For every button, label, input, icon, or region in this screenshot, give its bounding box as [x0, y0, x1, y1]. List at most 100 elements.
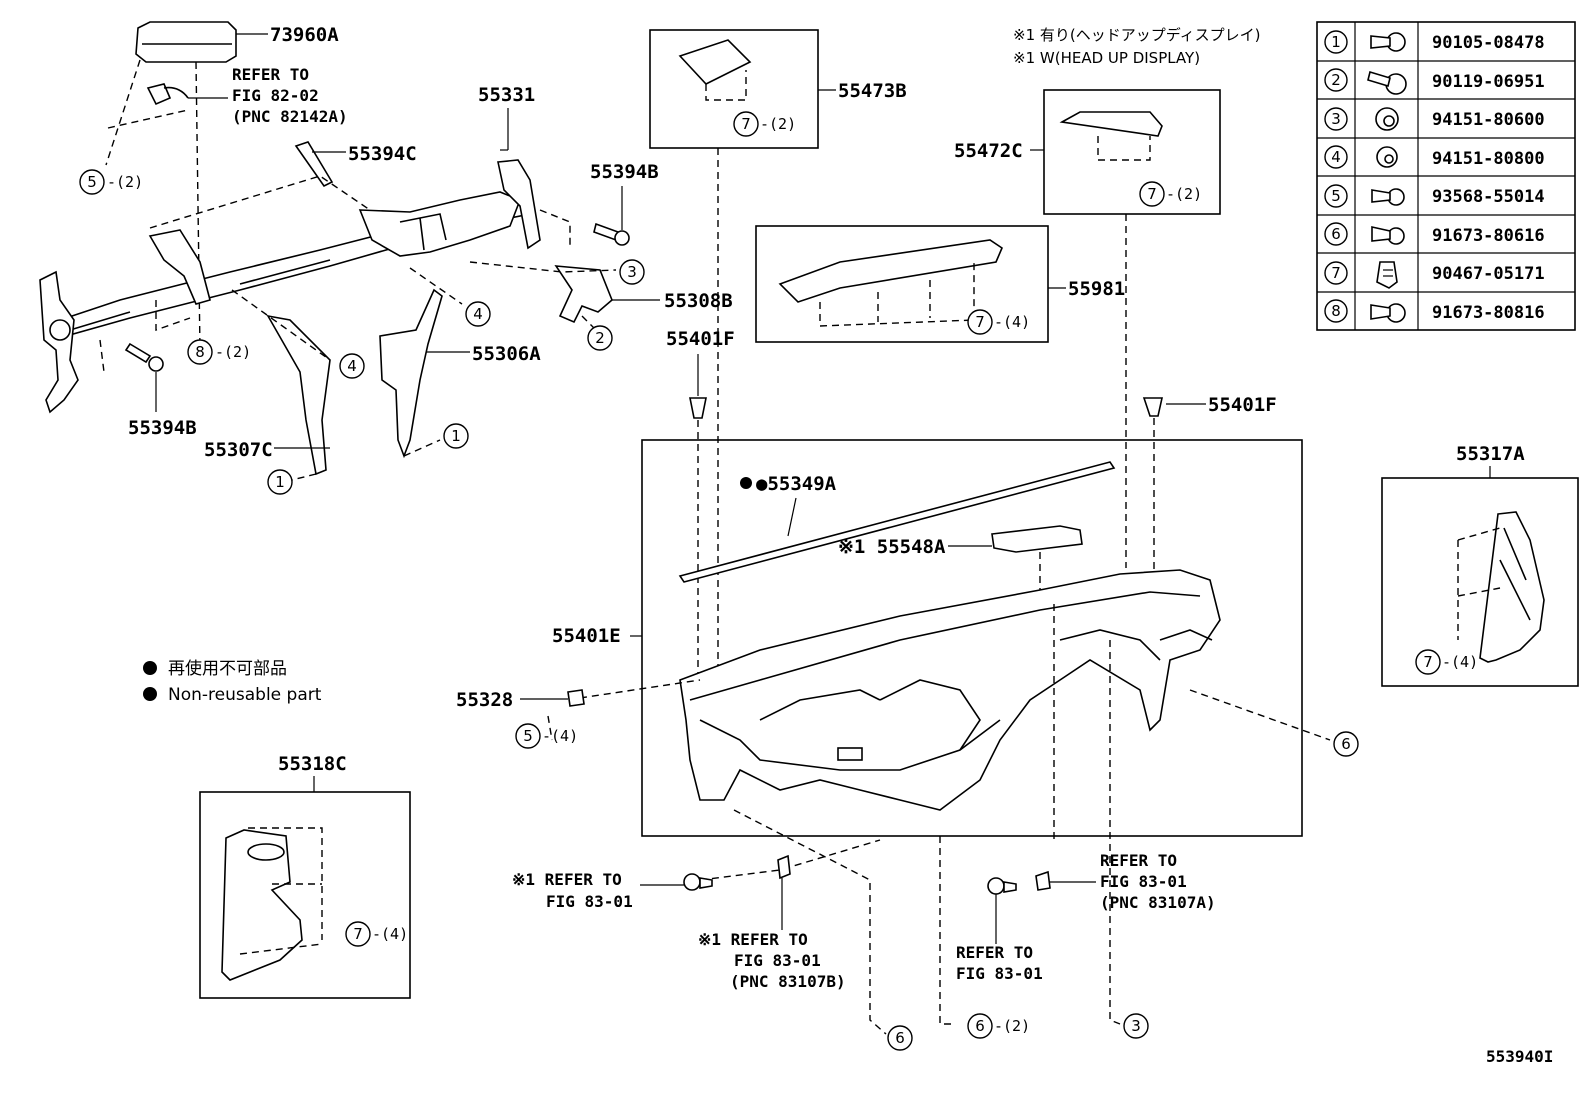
- refer-fig83-mid-line3: (PNC 83107B): [730, 972, 846, 991]
- legend: 再使用不可部品 Non-reusable part: [143, 658, 322, 705]
- refer-fig83-left-line2: FIG 83-01: [546, 892, 633, 911]
- bolt-flange-icon: [1370, 303, 1406, 323]
- svg-text:2: 2: [595, 329, 605, 347]
- panel-55473B: 55473B 7 -(2): [649, 29, 907, 149]
- fastener-table: 1 90105-08478 2 90119-06951 3 94151-8060…: [1316, 21, 1576, 331]
- refer-fig83-mid-line1: ※1 REFER TO: [698, 930, 808, 949]
- side-cover-55318C: 55318C 7 -(4): [199, 753, 411, 999]
- panel-55472C: 55472C 7 -(2): [954, 89, 1221, 215]
- bolt-55394C: 55394C: [294, 141, 417, 188]
- refer-fig83-right-low-line1: REFER TO: [956, 943, 1033, 962]
- svg-text:1: 1: [275, 473, 285, 491]
- label-55308B: 55308B: [664, 290, 733, 312]
- bolt-washer-icon: [1367, 70, 1407, 95]
- callout-7-55318C-qty: -(4): [372, 925, 408, 943]
- callout-8-qty: -(2): [215, 343, 251, 361]
- table-num-7: 7: [1331, 264, 1341, 282]
- label-55981: 55981: [1068, 278, 1125, 300]
- svg-text:6: 6: [975, 1017, 985, 1035]
- table-part-6: 91673-80616: [1432, 226, 1545, 246]
- label-55317A: 55317A: [1456, 443, 1525, 465]
- label-55394B-bottom: 55394B: [128, 417, 197, 439]
- bolt-55394B-top: 55394B: [590, 161, 659, 246]
- table-part-8: 91673-80816: [1432, 303, 1545, 323]
- label-73960A: 73960A: [270, 24, 339, 46]
- seal-strip-55349A: ●55349A: [678, 461, 1116, 583]
- instrument-panel-reinforcement: 55331 55308B 55307C 55306A: [39, 84, 733, 476]
- table-part-3: 94151-80600: [1432, 110, 1545, 130]
- header-note-en: ※1 W(HEAD UP DISPLAY): [1013, 49, 1200, 67]
- connector-82142A: [146, 83, 228, 106]
- bracket-fig83-right-high: [1035, 870, 1096, 891]
- non-reusable-dot-icon: [143, 687, 157, 701]
- clip-55328: 55328 5 -(4): [456, 689, 585, 749]
- svg-text:5: 5: [87, 173, 97, 191]
- legend-jp: 再使用不可部品: [168, 658, 287, 679]
- nut-fig83-right-low: [987, 877, 1017, 944]
- svg-text:7: 7: [1423, 653, 1433, 671]
- label-55318C: 55318C: [278, 753, 347, 775]
- label-55548A: ※1 55548A: [838, 536, 946, 558]
- clip-icon: [1376, 261, 1398, 289]
- callout-5-55328-qty: -(4): [542, 727, 578, 745]
- svg-text:3: 3: [627, 263, 637, 281]
- callout-7-55981-qty: -(4): [994, 313, 1030, 331]
- label-55473B: 55473B: [838, 80, 907, 102]
- callout-7-55473B-qty: -(2): [760, 115, 796, 133]
- table-num-5: 5: [1331, 187, 1341, 205]
- label-55394C: 55394C: [348, 143, 417, 165]
- table-part-5: 93568-55014: [1432, 187, 1545, 207]
- callout-5-qty: -(2): [107, 173, 143, 191]
- label-55401F-right: 55401F: [1208, 394, 1277, 416]
- legend-en: Non-reusable part: [168, 685, 322, 705]
- label-55401E: 55401E: [552, 625, 621, 647]
- refer-fig83-right-high-line3: (PNC 83107A): [1100, 893, 1216, 912]
- label-55349A: ●55349A: [756, 473, 837, 495]
- svg-text:1: 1: [451, 427, 461, 445]
- table-num-3: 3: [1331, 110, 1341, 128]
- screw-icon: [1371, 188, 1405, 206]
- table-part-7: 90467-05171: [1432, 264, 1545, 284]
- svg-text:5: 5: [523, 727, 533, 745]
- label-55328: 55328: [456, 689, 513, 711]
- svg-text:8: 8: [195, 343, 205, 361]
- vent-icon: [247, 843, 285, 861]
- refer-fig83-left-line1: ※1 REFER TO: [512, 870, 622, 889]
- table-num-4: 4: [1331, 148, 1341, 166]
- nut-icon: [1376, 146, 1398, 168]
- callout-7-55317A-qty: -(4): [1442, 653, 1478, 671]
- header-note-jp: ※1 有り(ヘッドアップディスプレイ): [1013, 26, 1261, 44]
- table-num-2: 2: [1331, 71, 1341, 89]
- refer-fig83-right-high-line2: FIG 83-01: [1100, 872, 1187, 891]
- refer-fig82-line3: (PNC 82142A): [232, 107, 348, 126]
- panel-55981: 55981 7 -(4): [755, 225, 1125, 343]
- callout-6-qty: -(2): [994, 1017, 1030, 1035]
- label-55472C: 55472C: [954, 140, 1023, 162]
- refer-fig82-line2: FIG 82-02: [232, 86, 319, 105]
- label-55401F-left: 55401F: [666, 328, 735, 350]
- bolt-55394B-bottom: 55394B: [124, 342, 197, 439]
- nut-fig83-left: [640, 873, 713, 891]
- clip-55401F-left: 55401F: [666, 328, 735, 419]
- side-cover-55317A: 55317A 7 -(4): [1381, 443, 1579, 687]
- callout-7-55472C-qty: -(2): [1166, 185, 1202, 203]
- bracket-fig83-mid: [777, 854, 791, 930]
- diagram-id: 553940I: [1486, 1047, 1553, 1066]
- table-num-6: 6: [1331, 225, 1341, 243]
- refer-fig83-right-high-line1: REFER TO: [1100, 851, 1177, 870]
- svg-text:7: 7: [1147, 185, 1157, 203]
- bolt-flange-icon: [1370, 32, 1406, 52]
- svg-text:6: 6: [1341, 735, 1351, 753]
- instrument-panel-55401E: [679, 569, 1221, 811]
- instrument-panel-frame: [641, 439, 1303, 837]
- table-part-1: 90105-08478: [1432, 33, 1545, 53]
- label-55306A: 55306A: [472, 343, 541, 365]
- label-55394B-top: 55394B: [590, 161, 659, 183]
- refer-fig83-right-low-line2: FIG 83-01: [956, 964, 1043, 983]
- svg-text:7: 7: [353, 925, 363, 943]
- hud-panel-55548A: ※1 55548A: [838, 525, 1083, 600]
- table-num-8: 8: [1331, 302, 1341, 320]
- svg-text:7: 7: [741, 115, 751, 133]
